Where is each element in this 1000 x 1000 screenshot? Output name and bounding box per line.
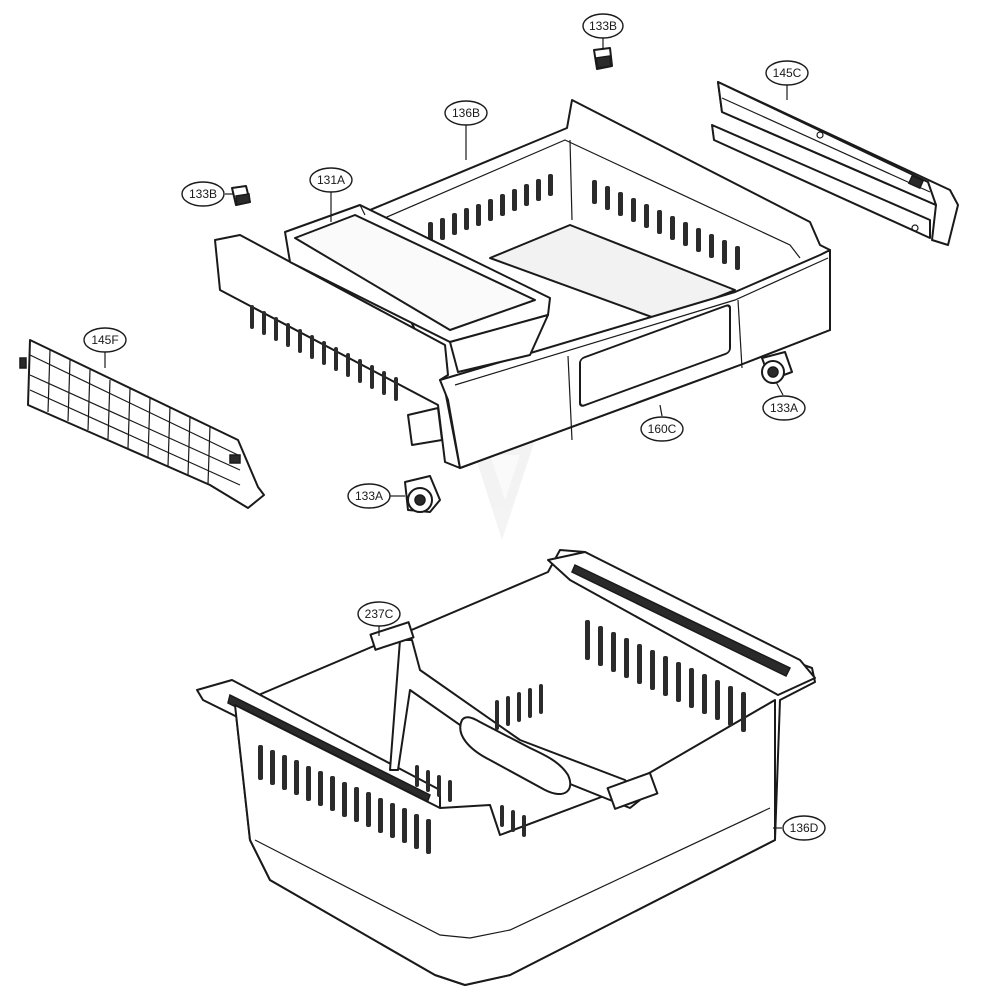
svg-text:133A: 133A: [355, 489, 383, 503]
svg-text:133A: 133A: [770, 401, 798, 415]
callout-133b-top: 133B: [582, 13, 624, 39]
svg-text:145C: 145C: [773, 66, 802, 80]
callout-160c: 160C: [640, 416, 684, 442]
callout-133a-right: 133A: [762, 395, 806, 421]
part-131a-small-bin: [284, 204, 551, 373]
part-136d-lower-basket: [196, 549, 816, 986]
part-145c-side-rail: [711, 81, 959, 246]
part-133a-right-roller: [761, 351, 793, 384]
tray-right-slots: [592, 180, 740, 270]
front-left-slots: [250, 305, 398, 401]
svg-text:136D: 136D: [790, 821, 819, 835]
callout-136b: 136B: [444, 100, 488, 126]
svg-text:160C: 160C: [648, 422, 677, 436]
watermark-logo: [470, 440, 535, 540]
callout-136d: 136D: [782, 815, 826, 841]
basket-back-slots: [585, 620, 746, 732]
callout-145f: 145F: [83, 327, 127, 353]
basket-front-slots: [258, 745, 431, 854]
basket-inner-slots: [415, 684, 543, 837]
svg-text:136B: 136B: [452, 106, 480, 120]
part-145f-side-rail: [19, 339, 265, 509]
svg-text:237C: 237C: [365, 607, 394, 621]
leader-lines: [104, 38, 788, 829]
part-133b-left-clip: [231, 185, 251, 206]
callout-145c: 145C: [765, 60, 809, 86]
part-160c-drawer-front: [214, 234, 831, 469]
callout-133a-bottom: 133A: [347, 483, 391, 509]
tray-back-slots: [428, 174, 553, 244]
rail-grid: [29, 349, 241, 486]
callout-237c: 237C: [357, 601, 401, 627]
svg-text:133B: 133B: [589, 19, 617, 33]
callout-131a: 131A: [309, 167, 353, 193]
callout-133b-left: 133B: [181, 181, 225, 207]
svg-text:131A: 131A: [317, 173, 345, 187]
callouts: 133B 145C 136B 133B 131A 145F 133A 160C: [83, 13, 826, 841]
part-133a-bottom-roller: [404, 475, 441, 513]
part-133b-top-clip: [593, 47, 613, 70]
svg-text:145F: 145F: [91, 333, 118, 347]
svg-text:133B: 133B: [189, 187, 217, 201]
